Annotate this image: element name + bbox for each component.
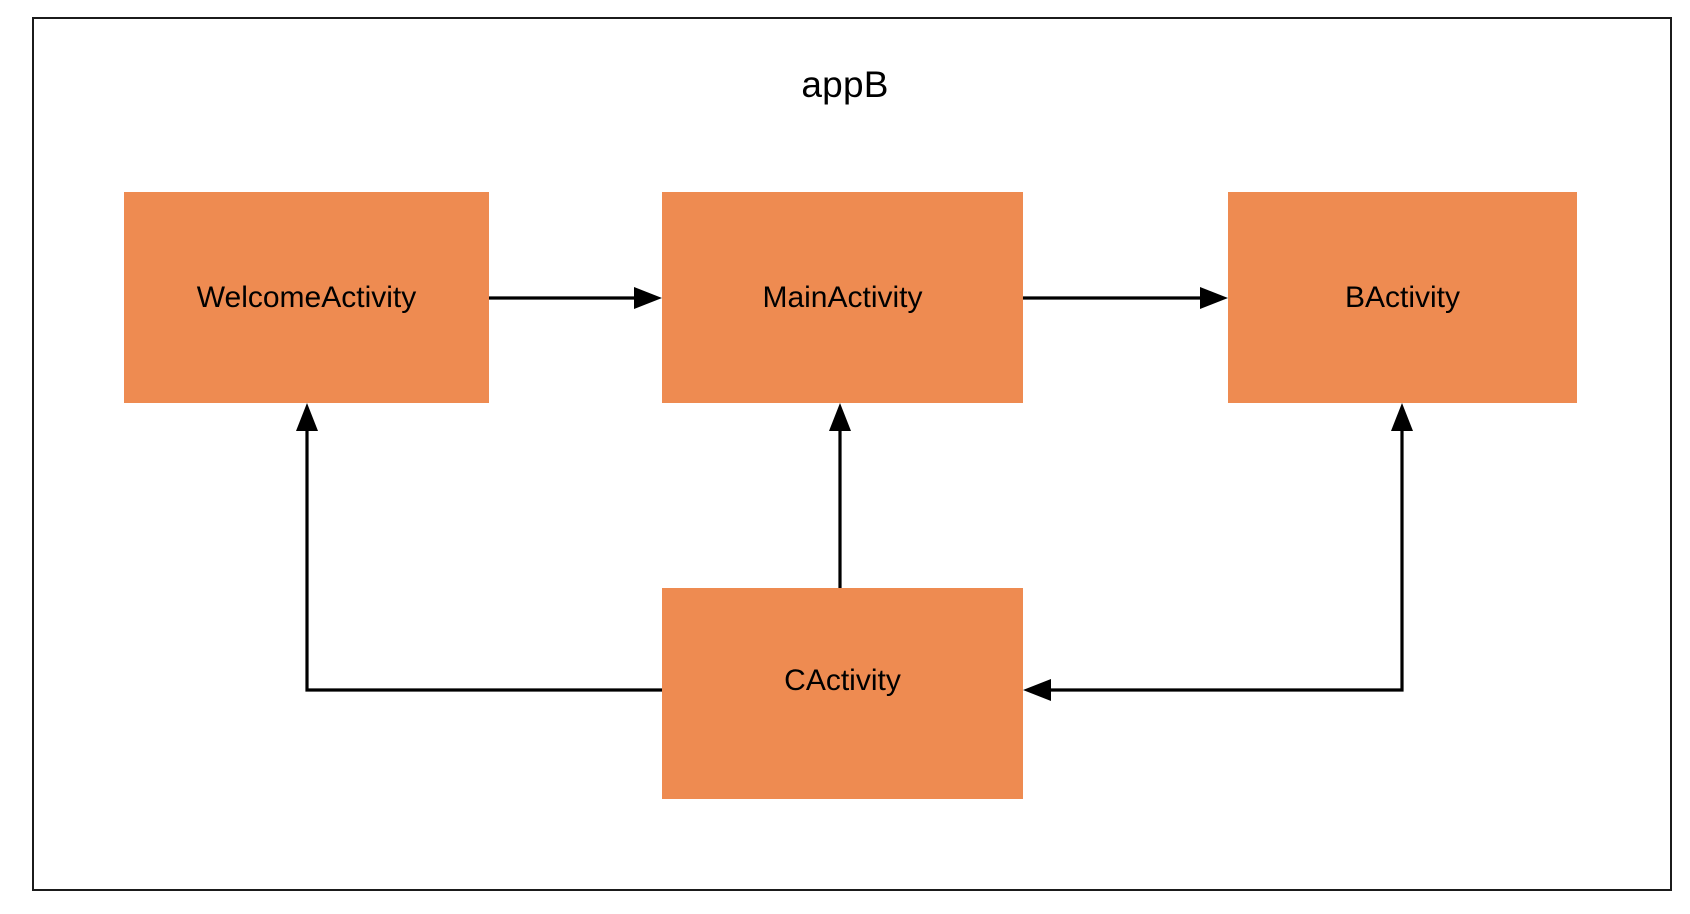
node-main-activity-label: MainActivity [762, 280, 923, 314]
edge-b-to-c-arrowhead-up [1391, 403, 1413, 431]
edge-welcome-to-main-arrowhead [634, 287, 662, 309]
node-c-activity[interactable]: CActivity [662, 588, 1023, 799]
node-b-activity[interactable]: BActivity [1228, 192, 1577, 403]
edge-b-to-c-arrowhead-left [1023, 679, 1051, 701]
edge-c-to-welcome [296, 403, 662, 692]
edge-main-to-b [1023, 287, 1228, 309]
node-b-activity-label: BActivity [1344, 280, 1461, 314]
edge-c-to-welcome-arrowhead [296, 403, 318, 431]
node-welcome-activity-label: WelcomeActivity [196, 280, 417, 314]
edge-b-to-c [1023, 403, 1413, 701]
edge-c-to-main [829, 403, 851, 588]
diagram-title: appB [801, 64, 889, 105]
edge-c-to-welcome-line [305, 424, 662, 692]
edge-main-to-b-arrowhead [1200, 287, 1228, 309]
node-c-activity-label: CActivity [784, 663, 901, 697]
edge-welcome-to-main [489, 287, 662, 309]
node-main-activity[interactable]: MainActivity [662, 192, 1023, 403]
edge-c-to-main-arrowhead [829, 403, 851, 431]
node-welcome-activity[interactable]: WelcomeActivity [124, 192, 489, 403]
edge-b-to-c-line [1044, 424, 1404, 692]
